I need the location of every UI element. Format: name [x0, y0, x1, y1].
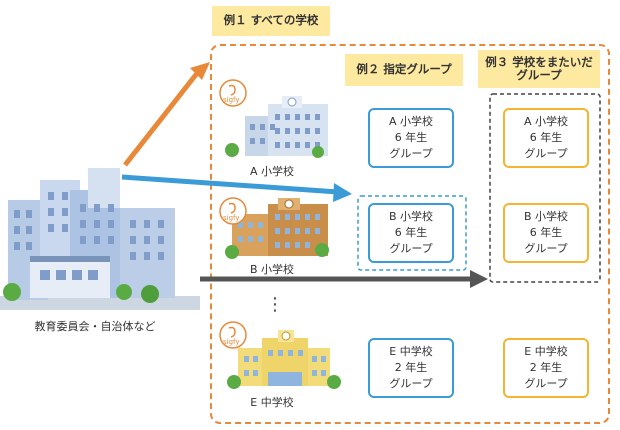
school-e-label: E 中学校: [250, 396, 294, 409]
group-label: グループ: [389, 241, 433, 255]
group-e-grade2-yellow: E 中学校 2 年生 グループ: [503, 338, 589, 398]
school-e-building-icon: [227, 330, 341, 389]
blue-arrow: [121, 174, 352, 202]
group-grade: 2 年生: [529, 361, 563, 375]
group-label: グループ: [389, 376, 433, 390]
sigfy-logo-icon-e: [219, 321, 247, 349]
sigfy-logo-icon-b: [219, 197, 247, 225]
group-grade: 6 年生: [529, 131, 563, 145]
group-school: B 小学校: [388, 210, 434, 224]
group-a-grade6-yellow: A 小学校 6 年生 グループ: [503, 108, 589, 168]
education-board-building-icon: [0, 168, 200, 310]
example1-label: 例１ すべての学校: [212, 6, 330, 36]
example3-text-line2: グループ: [516, 68, 562, 82]
school-a-building-icon: [225, 96, 328, 158]
example2-dashed-box: [357, 195, 467, 271]
group-label: グループ: [524, 146, 568, 160]
school-b-building-icon: [225, 198, 329, 259]
education-board-label: 教育委員会・自治体など: [34, 320, 156, 333]
example3-text-line1: 例３ 学校をまたいだ: [485, 54, 593, 69]
group-b-grade6-yellow: B 小学校 6 年生 グループ: [503, 203, 589, 263]
group-school: E 中学校: [389, 345, 433, 359]
group-school: E 中学校: [524, 345, 568, 359]
all-schools-frame: [210, 44, 610, 424]
example2-text: 例２ 指定グループ: [356, 62, 452, 77]
group-label: グループ: [524, 376, 568, 390]
gray-arrow: [200, 270, 488, 288]
group-grade: 2 年生: [394, 361, 428, 375]
school-b-label: B 小学校: [249, 263, 295, 276]
example2-label: 例２ 指定グループ: [345, 54, 463, 86]
vertical-ellipsis: ⋮: [266, 294, 284, 315]
school-a-label: A 小学校: [249, 165, 295, 178]
example1-text: 例１ すべての学校: [223, 13, 319, 28]
sigfy-logo-icon-a: [219, 79, 247, 107]
example3-label: 例３ 学校をまたいだ グループ: [478, 50, 600, 88]
group-b-grade6-blue: B 小学校 6 年生 グループ: [368, 203, 454, 263]
sigfy-logo-text-e: sigfy: [223, 338, 240, 346]
group-grade: 6 年生: [394, 131, 428, 145]
sigfy-logo-text-b: sigfy: [223, 214, 240, 222]
group-grade: 6 年生: [529, 226, 563, 240]
group-school: B 小学校: [523, 210, 569, 224]
group-e-grade2-blue: E 中学校 2 年生 グループ: [368, 338, 454, 398]
orange-arrow: [123, 62, 210, 167]
group-a-grade6-blue: A 小学校 6 年生 グループ: [368, 108, 454, 168]
example3-dashed-box: [489, 93, 601, 283]
sigfy-logo-text-a: sigfy: [223, 96, 240, 104]
group-label: グループ: [389, 146, 433, 160]
group-school: A 小学校: [388, 115, 434, 129]
group-school: A 小学校: [523, 115, 569, 129]
group-grade: 6 年生: [394, 226, 428, 240]
group-label: グループ: [524, 241, 568, 255]
